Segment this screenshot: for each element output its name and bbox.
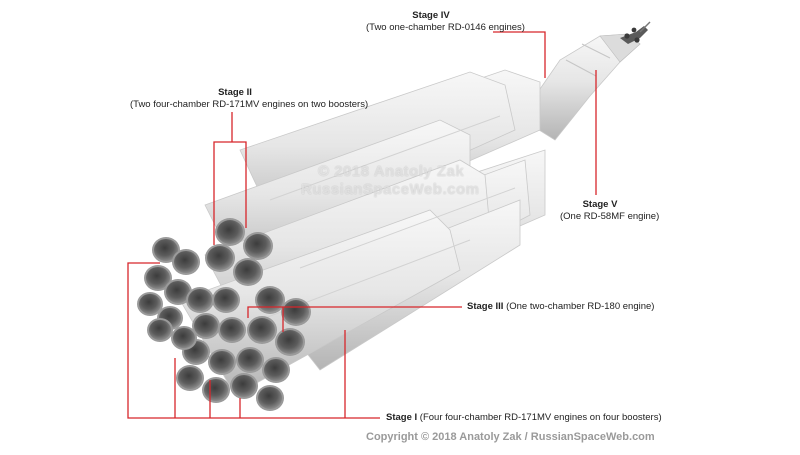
nozzle [154,238,178,262]
watermark-line1: © 2018 Anatoly Zak [318,163,465,180]
nozzle [188,288,212,312]
nozzle [249,318,275,342]
nozzle [220,318,244,342]
label-stage1: Stage I (Four four-chamber RD-171MV engi… [386,412,662,424]
nozzle [166,280,190,304]
escape-tower [620,21,651,44]
label-stage1-desc: (Four four-chamber RD-171MV engines on f… [419,412,662,423]
nozzle [178,366,202,390]
label-stage3-desc: (One two-chamber RD-180 engine) [506,301,655,312]
nozzle [264,358,288,382]
leader-stage3 [247,306,462,318]
nozzle [173,327,195,349]
leader-stage1 [127,262,380,419]
nozzle [283,300,309,324]
nozzle [217,220,243,244]
label-stage2: Stage II (Two four-chamber RD-171MV engi… [130,87,368,111]
nozzle [235,260,261,284]
nozzle [277,330,303,354]
nozzle [174,250,198,274]
nozzle [258,386,282,410]
label-stage5: Stage V (One RD-58MF engine) [560,199,659,223]
leader-lines [127,31,597,419]
label-stage5-desc: (One RD-58MF engine) [560,211,660,222]
label-stage4-title: Stage IV [412,10,450,21]
label-stage4: Stage IV (Two one-chamber RD-0146 engine… [366,10,525,34]
label-stage2-desc: (Two four-chamber RD-171MV engines on tw… [130,99,369,110]
nozzle [146,266,170,290]
nozzle [238,348,262,372]
nozzle [204,378,228,402]
watermark-line2: RussianSpaceWeb.com [301,181,480,198]
engine-nozzles [137,218,311,411]
nozzle [207,246,233,270]
label-stage5-title: Stage V [582,199,618,210]
label-stage2-title: Stage II [218,87,252,98]
nozzle [214,288,238,312]
nozzle [257,288,283,312]
nozzle [232,374,256,398]
label-stage3: Stage III (One two-chamber RD-180 engine… [467,301,654,313]
upper-stage [519,33,641,141]
label-stage4-desc: (Two one-chamber RD-0146 engines) [366,22,525,33]
label-stage3-title: Stage III [467,301,504,312]
copyright-notice: Copyright © 2018 Anatoly Zak / RussianSp… [366,431,655,443]
label-stage1-title: Stage I [386,412,418,423]
nozzle [245,234,271,258]
leader-stage2-bracket [213,141,247,245]
nozzle [149,319,171,341]
nozzle [210,350,234,374]
nozzle [194,314,218,338]
nozzle [139,293,161,315]
leader-stage4 [493,31,546,78]
